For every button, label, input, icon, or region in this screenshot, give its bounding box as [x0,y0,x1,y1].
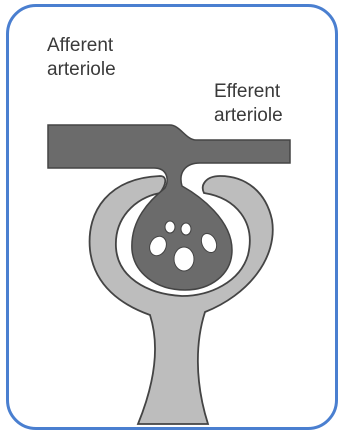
efferent-arteriole-label: Efferent arteriole [214,80,283,128]
afferent-label-line1: Afferent [47,34,116,58]
efferent-label-line2: arteriole [214,104,283,128]
afferent-label-line2: arteriole [47,58,116,82]
glomerulus-nucleus [165,221,175,233]
afferent-arteriole-label: Afferent arteriole [47,34,116,82]
efferent-label-line1: Efferent [214,80,283,104]
glomerulus-nucleus [174,247,194,271]
glomerulus-nucleus [181,223,191,235]
